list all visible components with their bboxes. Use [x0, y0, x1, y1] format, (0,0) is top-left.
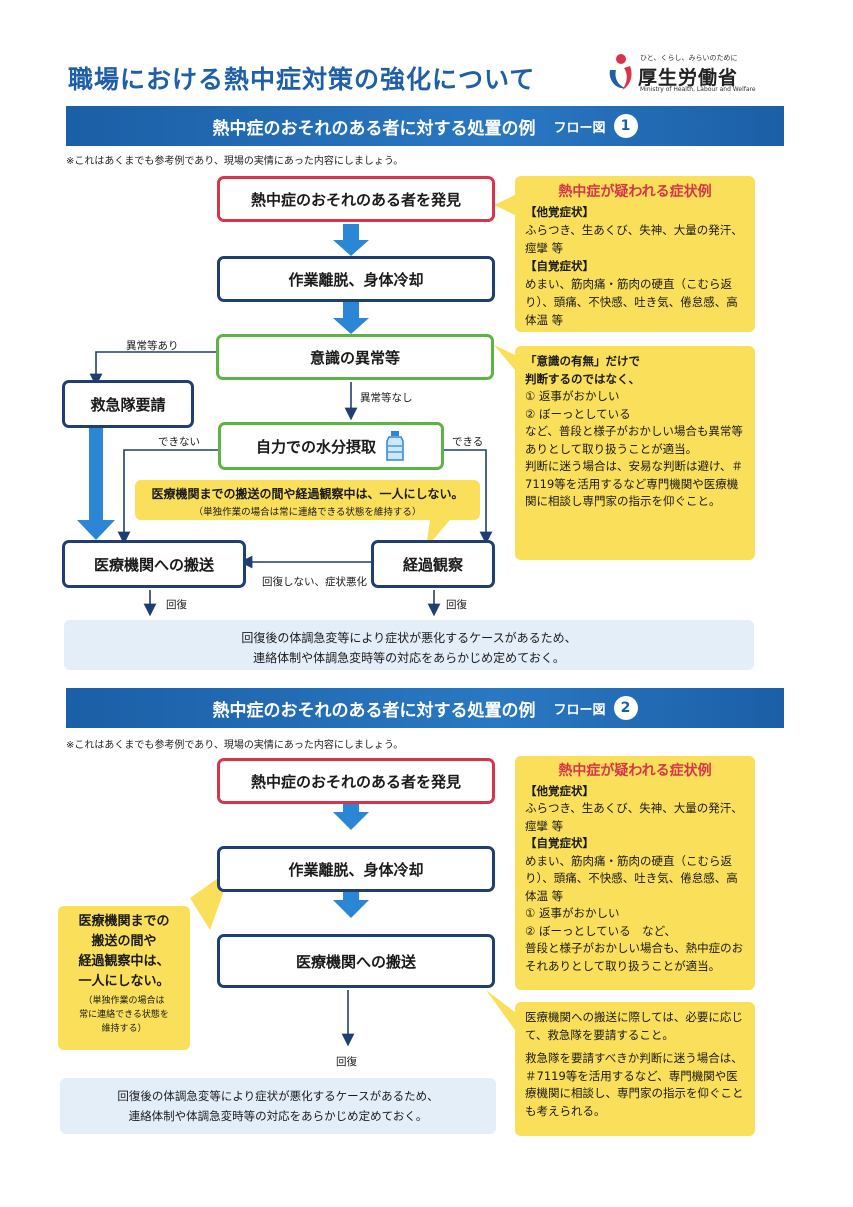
flow2-banner-title: 熱中症のおそれのある者に対する処置の例: [212, 700, 536, 721]
flow1-callout: 医療機関までの搬送の間や経過観察中は、一人にしない。 （単独作業の場合は常に連絡…: [135, 480, 480, 520]
flow1-banner-flow: フロー図: [553, 120, 606, 136]
flow2-cooling-box: 作業離脱、身体冷却: [217, 846, 495, 892]
flow1-note: ※これはあくまでも参考例であり、現場の実情にあった内容にしましょう。: [66, 156, 404, 167]
flow1-label-recover-right: 回復: [446, 599, 467, 611]
flow1-hydration-label: 自力での水分摂取: [255, 437, 376, 456]
flow1-label-abnormal: 異常等あり: [126, 340, 179, 352]
flow2-callout-l3: 経過観察中は、: [78, 954, 170, 969]
flow2-banner-flow: フロー図: [553, 702, 606, 718]
logo-name-en: Ministry of Health, Labour and Welfare: [640, 86, 756, 93]
flow1-callout-sub: （単独作業の場合は常に連絡できる状態を維持する）: [193, 507, 422, 518]
flow1-subj-text: ふらつき、生あくび、失神、大量の発汗、痙攣 等: [525, 223, 743, 255]
flow2-footer-line2: 連絡体制や体調急変時等の対応をあらかじめ定めておく。: [128, 1109, 428, 1123]
flow2-label-recover: 回復: [336, 1056, 357, 1068]
flow1-callout-main: 医療機関までの搬送の間や経過観察中は、一人にしない。: [151, 487, 464, 501]
flow2-subj-text: ふらつき、生あくび、失神、大量の発汗、痙攣 等: [525, 801, 743, 833]
flow1-footer-line2: 連絡体制や体調急変時等の対応をあらかじめ定めておく。: [253, 651, 565, 665]
logo-name: 厚生労働省: [638, 67, 739, 89]
flow1-label-cannot: できない: [158, 436, 200, 448]
flow2-symptoms-box: 熱中症が疑われる症状例 【他覚症状】 ふらつき、生あくび、失神、大量の発汗、痙攣…: [515, 756, 755, 990]
flow1-discover-box: 熱中症のおそれのある者を発見: [217, 176, 495, 222]
flow2-note: ※これはあくまでも参考例であり、現場の実情にあった内容にしましょう。: [66, 740, 404, 751]
flow2-subj-head: 【他覚症状】: [525, 783, 594, 798]
flow2-big-arrows: [333, 796, 369, 918]
flow1-banner-title: 熱中症のおそれのある者に対する処置の例: [212, 118, 536, 139]
flow2-footer: 回復後の体調急変等により症状が悪化するケースがあるため、 連絡体制や体調急変時等…: [60, 1078, 496, 1134]
flow1-symptoms-title: 熱中症が疑われる症状例: [558, 184, 712, 200]
flow2-item2: ② ぼーっとしている など、: [525, 923, 677, 938]
flow1-hydration-box: 自力での水分摂取: [218, 422, 444, 470]
flow2-symptoms-text: 普段と様子がおかしい場合も、熱中症のおそれありとして取り扱うことが適当。: [525, 941, 744, 973]
flow1-symptoms-box: 熱中症が疑われる症状例 【他覚症状】 ふらつき、生あくび、失神、大量の発汗、痙攣…: [515, 176, 755, 332]
flow2-callout-s2: 常に連絡できる状態を: [79, 1010, 169, 1020]
flow1-self-text: めまい、筋肉痛・筋肉の硬直（こむら返り）、頭痛、不快感、吐き気、倦怠感、高体温 …: [525, 277, 738, 327]
flow1-judge-item1: ① 返事がおかしい: [525, 389, 620, 403]
flow2-discover-box: 熱中症のおそれのある者を発見: [217, 758, 495, 804]
flow1-judge-box: 「意識の有無」だけで 判断するのではなく、 ① 返事がおかしい ② ぼーっとして…: [515, 346, 755, 560]
flow1-banner-number: 1: [613, 114, 638, 138]
flow1-observe-box: 経過観察: [371, 540, 495, 588]
flow1-big-arrows: [77, 224, 369, 540]
water-bottle-icon: [386, 431, 404, 461]
flow1-footer: 回復後の体調急変等により症状が悪化するケースがあるため、 連絡体制や体調急変時等…: [64, 620, 754, 670]
flow1-self-head: 【自覚症状】: [525, 259, 594, 273]
flow2-symptoms-title: 熱中症が疑われる症状例: [558, 763, 712, 779]
flow1-label-recover-left: 回復: [166, 599, 187, 611]
flow1-hospital-box: 医療機関への搬送: [62, 540, 246, 588]
flow1-footer-line1: 回復後の体調急変等により症状が悪化するケースがあるため、: [241, 631, 577, 645]
flow2-ambulance-text1: 医療機関への搬送に際しては、必要に応じて、救急隊を要請すること。: [525, 1010, 743, 1042]
flow2-banner: 熱中症のおそれのある者に対する処置の例 フロー図 2: [66, 688, 784, 728]
flow2-self-head: 【自覚症状】: [525, 836, 594, 850]
flow1-judge-text2: 判断に迷う場合は、安易な判断は避け、＃7119等を活用するなど専門機関や医療機関…: [525, 459, 743, 508]
flow2-self-text: めまい、筋肉痛・筋肉の硬直（こむら返り）、頭痛、不快感、吐き気、倦怠感、高体温 …: [525, 853, 738, 903]
flow2-ambulance-text2: 救急隊を要請すべきか判断に迷う場合は、＃7119等を活用するなど、専門機関や医療…: [525, 1051, 744, 1118]
flow1-judge-line1: 「意識の有無」だけで: [525, 354, 640, 368]
flow2-callout-s1: （単独作業の場合は: [83, 996, 165, 1006]
flow1-label-normal: 異常等なし: [360, 392, 413, 404]
flow2-left-callout: 医療機関までの 搬送の間や 経過観察中は、 一人にしない。 （単独作業の場合は …: [58, 906, 190, 1050]
flow2-ambulance-note: 医療機関への搬送に際しては、必要に応じて、救急隊を要請すること。 救急隊を要請す…: [515, 1002, 755, 1136]
flow2-callout-s3: 維持する）: [101, 1024, 147, 1034]
flow2-item1: ① 返事がおかしい: [525, 906, 620, 920]
flow1-judge-item2: ② ぼーっとしている: [525, 406, 631, 421]
flow2-footer-line1: 回復後の体調急変等により症状が悪化するケースがあるため、: [117, 1089, 439, 1103]
mhlw-logo: ひと、くらし、みらいのために 厚生労働省 Ministry of Health,…: [604, 52, 764, 98]
flow1-judge-line2: 判断するのではなく、: [525, 371, 640, 386]
flow2-callout-l2: 搬送の間や: [91, 934, 157, 949]
mhlw-emblem-icon: [609, 54, 632, 90]
flow1-label-worse: 回復しない、症状悪化: [262, 576, 367, 588]
flow2-hospital-box: 医療機関への搬送: [217, 934, 495, 988]
page-title: 職場における熱中症対策の強化について: [68, 65, 536, 94]
flow1-consciousness-box: 意識の異常等: [216, 334, 494, 380]
flow2-banner-number: 2: [613, 696, 638, 720]
flow1-banner: 熱中症のおそれのある者に対する処置の例 フロー図 1: [66, 106, 784, 146]
flow1-label-can: できる: [452, 436, 484, 448]
logo-tagline: ひと、くらし、みらいのために: [640, 54, 738, 62]
flow2-callout-l1: 医療機関までの: [78, 914, 170, 929]
flow2-callout-l4: 一人にしない。: [78, 974, 170, 989]
flow1-ambulance-box: 救急隊要請: [62, 380, 194, 428]
flow1-subj-head: 【他覚症状】: [525, 205, 594, 219]
flow1-cooling-box: 作業離脱、身体冷却: [217, 256, 495, 302]
flow1-judge-text1: など、普段と様子がおかしい場合も異常等ありとして取り扱うことが適当。: [525, 424, 743, 456]
